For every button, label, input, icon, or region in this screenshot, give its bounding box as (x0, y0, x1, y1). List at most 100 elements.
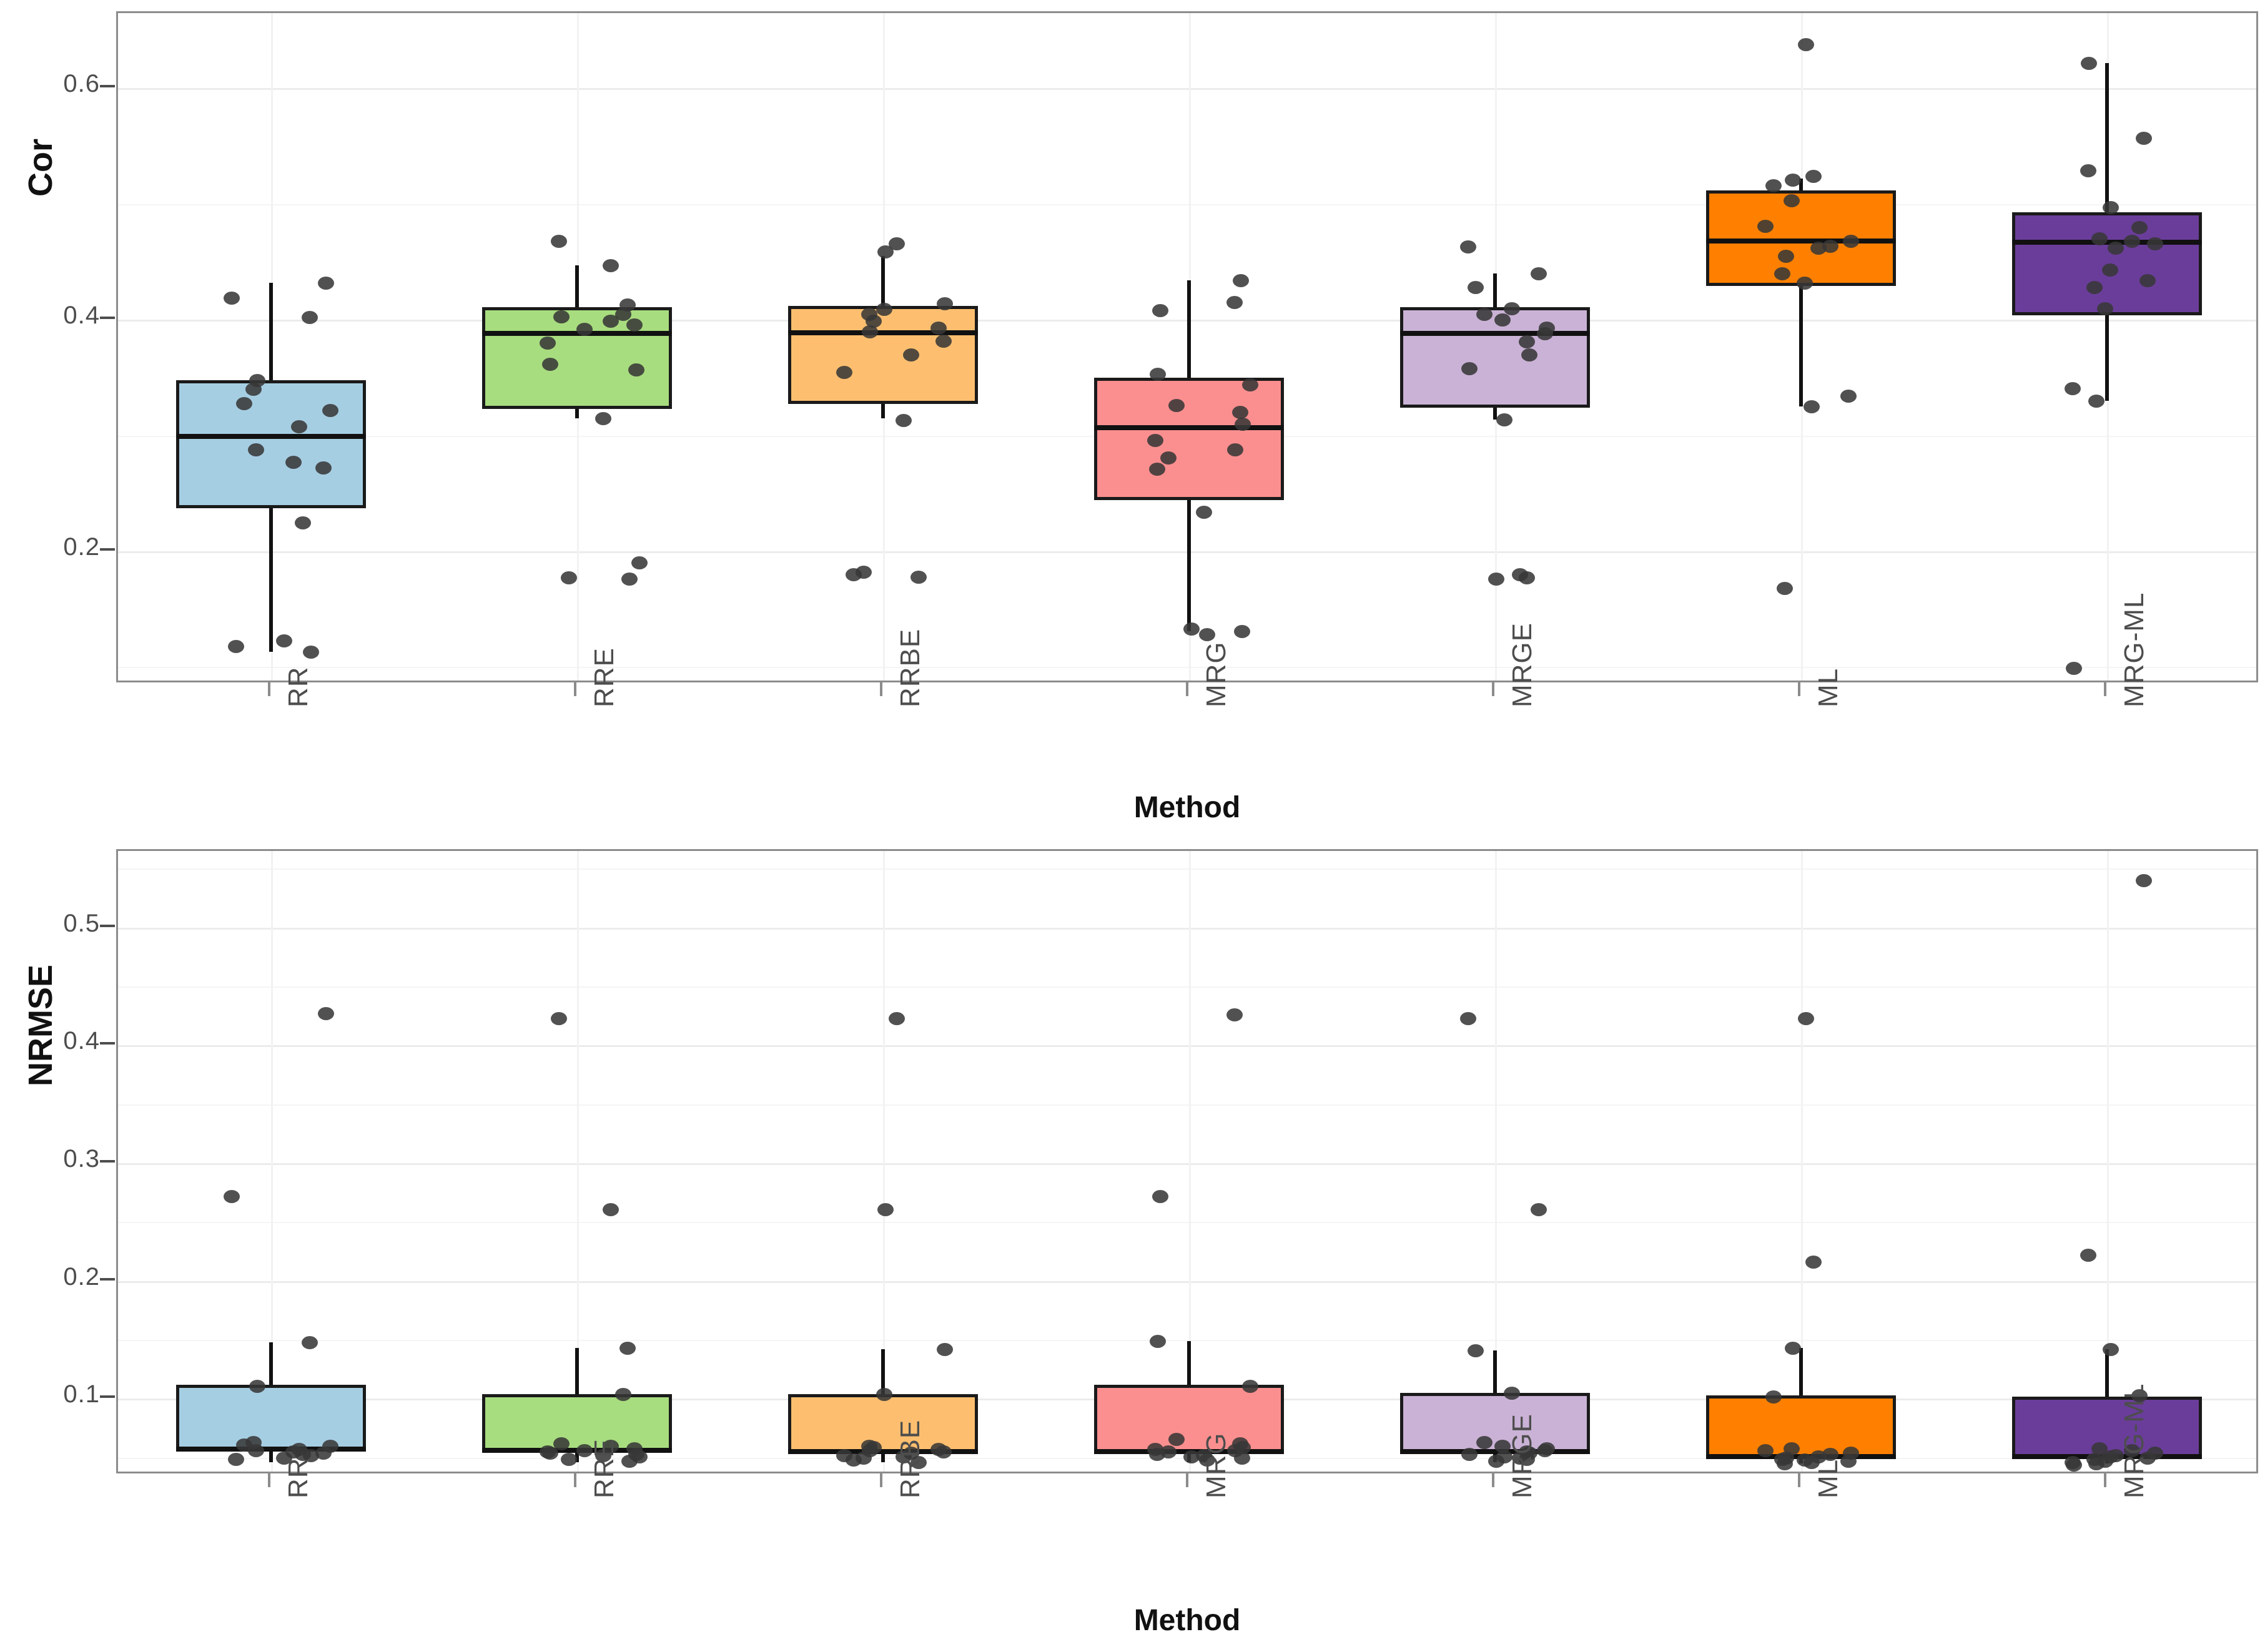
data-point (553, 1437, 570, 1451)
x-tick-mark (574, 1473, 576, 1487)
x-tick-label-rre: RRE (589, 647, 619, 707)
cor-plot-area (116, 11, 2258, 682)
data-point (861, 1439, 877, 1453)
box-mrg[interactable] (1094, 377, 1284, 501)
data-point (1150, 1334, 1167, 1348)
data-point (1757, 1444, 1774, 1458)
box-mrg[interactable] (1094, 1384, 1284, 1453)
grid-line-major (118, 1163, 2256, 1165)
box-ml[interactable] (1706, 1395, 1896, 1458)
data-point (2135, 874, 2152, 888)
median-line (2012, 239, 2202, 245)
data-point (223, 1189, 240, 1203)
data-point (1148, 463, 1165, 476)
box-rr[interactable] (176, 380, 366, 509)
data-point (836, 365, 853, 379)
whisker-upper (575, 265, 579, 307)
data-point (1160, 1445, 1177, 1459)
data-point (2139, 274, 2156, 288)
data-point (1822, 239, 1839, 253)
y-tick-label: 0.2 (63, 1262, 100, 1291)
x-tick-label-mrg: MRG (1201, 1432, 1231, 1498)
data-point (1461, 362, 1478, 375)
data-point (1488, 573, 1504, 586)
box-rr[interactable] (176, 1384, 366, 1451)
cor-x-axis-title: Method (1133, 791, 1241, 824)
data-point (2146, 1447, 2163, 1460)
box-rre[interactable] (482, 1394, 672, 1452)
data-point (836, 1448, 853, 1462)
data-point (603, 315, 619, 328)
data-point (2146, 237, 2163, 250)
data-point (1199, 628, 1216, 642)
data-point (248, 443, 265, 456)
whisker-lower (1187, 500, 1191, 631)
x-tick-mark (2104, 682, 2106, 696)
data-point (322, 1439, 339, 1453)
median-line (788, 330, 978, 335)
box-rrbe[interactable] (788, 1394, 978, 1453)
data-point (1784, 1442, 1800, 1455)
box-mrge[interactable] (1400, 307, 1590, 408)
data-point (1519, 1445, 1536, 1459)
box-mrg-ml[interactable] (2012, 1396, 2202, 1458)
x-tick-mark (1492, 1473, 1494, 1487)
data-point (1765, 1390, 1782, 1404)
data-point (1152, 304, 1168, 318)
x-tick-mark (1492, 682, 1494, 696)
data-point (2097, 302, 2114, 315)
data-point (2088, 394, 2105, 408)
data-point (1461, 1448, 1478, 1462)
whisker-upper (881, 1349, 885, 1394)
data-point (1496, 1450, 1513, 1463)
median-line (1706, 238, 1896, 244)
data-point (1778, 250, 1795, 263)
grid-line-major (118, 1281, 2256, 1283)
whisker-lower (1799, 286, 1803, 407)
median-line (1400, 331, 1590, 337)
data-point (876, 1387, 893, 1401)
data-point (1840, 390, 1857, 403)
y-tick-mark (100, 548, 115, 551)
x-tick-mark (574, 682, 576, 696)
data-point (1519, 335, 1536, 349)
box-rrbe[interactable] (788, 305, 978, 405)
grid-line-vertical (883, 851, 885, 1472)
data-point (628, 363, 644, 376)
data-point (1797, 1011, 1814, 1025)
box-rre[interactable] (482, 307, 672, 409)
data-point (1765, 179, 1782, 193)
data-point (937, 297, 953, 311)
data-point (2080, 164, 2097, 178)
y-tick-label: 0.2 (63, 533, 100, 561)
whisker-upper (1493, 273, 1497, 307)
grid-line-vertical (2107, 851, 2109, 1472)
median-line (176, 1447, 366, 1452)
box-mrg-ml[interactable] (2012, 212, 2202, 315)
x-tick-label-rr: RR (283, 1457, 313, 1498)
data-point (2086, 1452, 2103, 1466)
data-point (889, 1011, 906, 1025)
data-point (910, 570, 927, 584)
whisker-upper (1493, 1350, 1497, 1393)
x-tick-mark (880, 682, 882, 696)
data-point (1504, 1386, 1521, 1400)
y-tick-label: 0.1 (63, 1380, 100, 1409)
data-point (896, 414, 912, 428)
data-point (1797, 1453, 1813, 1467)
whisker-lower (575, 408, 579, 418)
data-point (317, 276, 334, 290)
data-point (1777, 582, 1794, 596)
x-tick-mark (268, 1473, 270, 1487)
grid-line-vertical (1189, 851, 1191, 1472)
whisker-lower (881, 404, 885, 418)
data-point (1774, 267, 1790, 281)
x-tick-label-mrg-ml: MRG-ML (2119, 592, 2149, 707)
data-point (2108, 242, 2124, 255)
median-line (1094, 425, 1284, 430)
data-point (1226, 1008, 1243, 1022)
data-point (1476, 307, 1493, 321)
data-point (602, 1202, 619, 1216)
